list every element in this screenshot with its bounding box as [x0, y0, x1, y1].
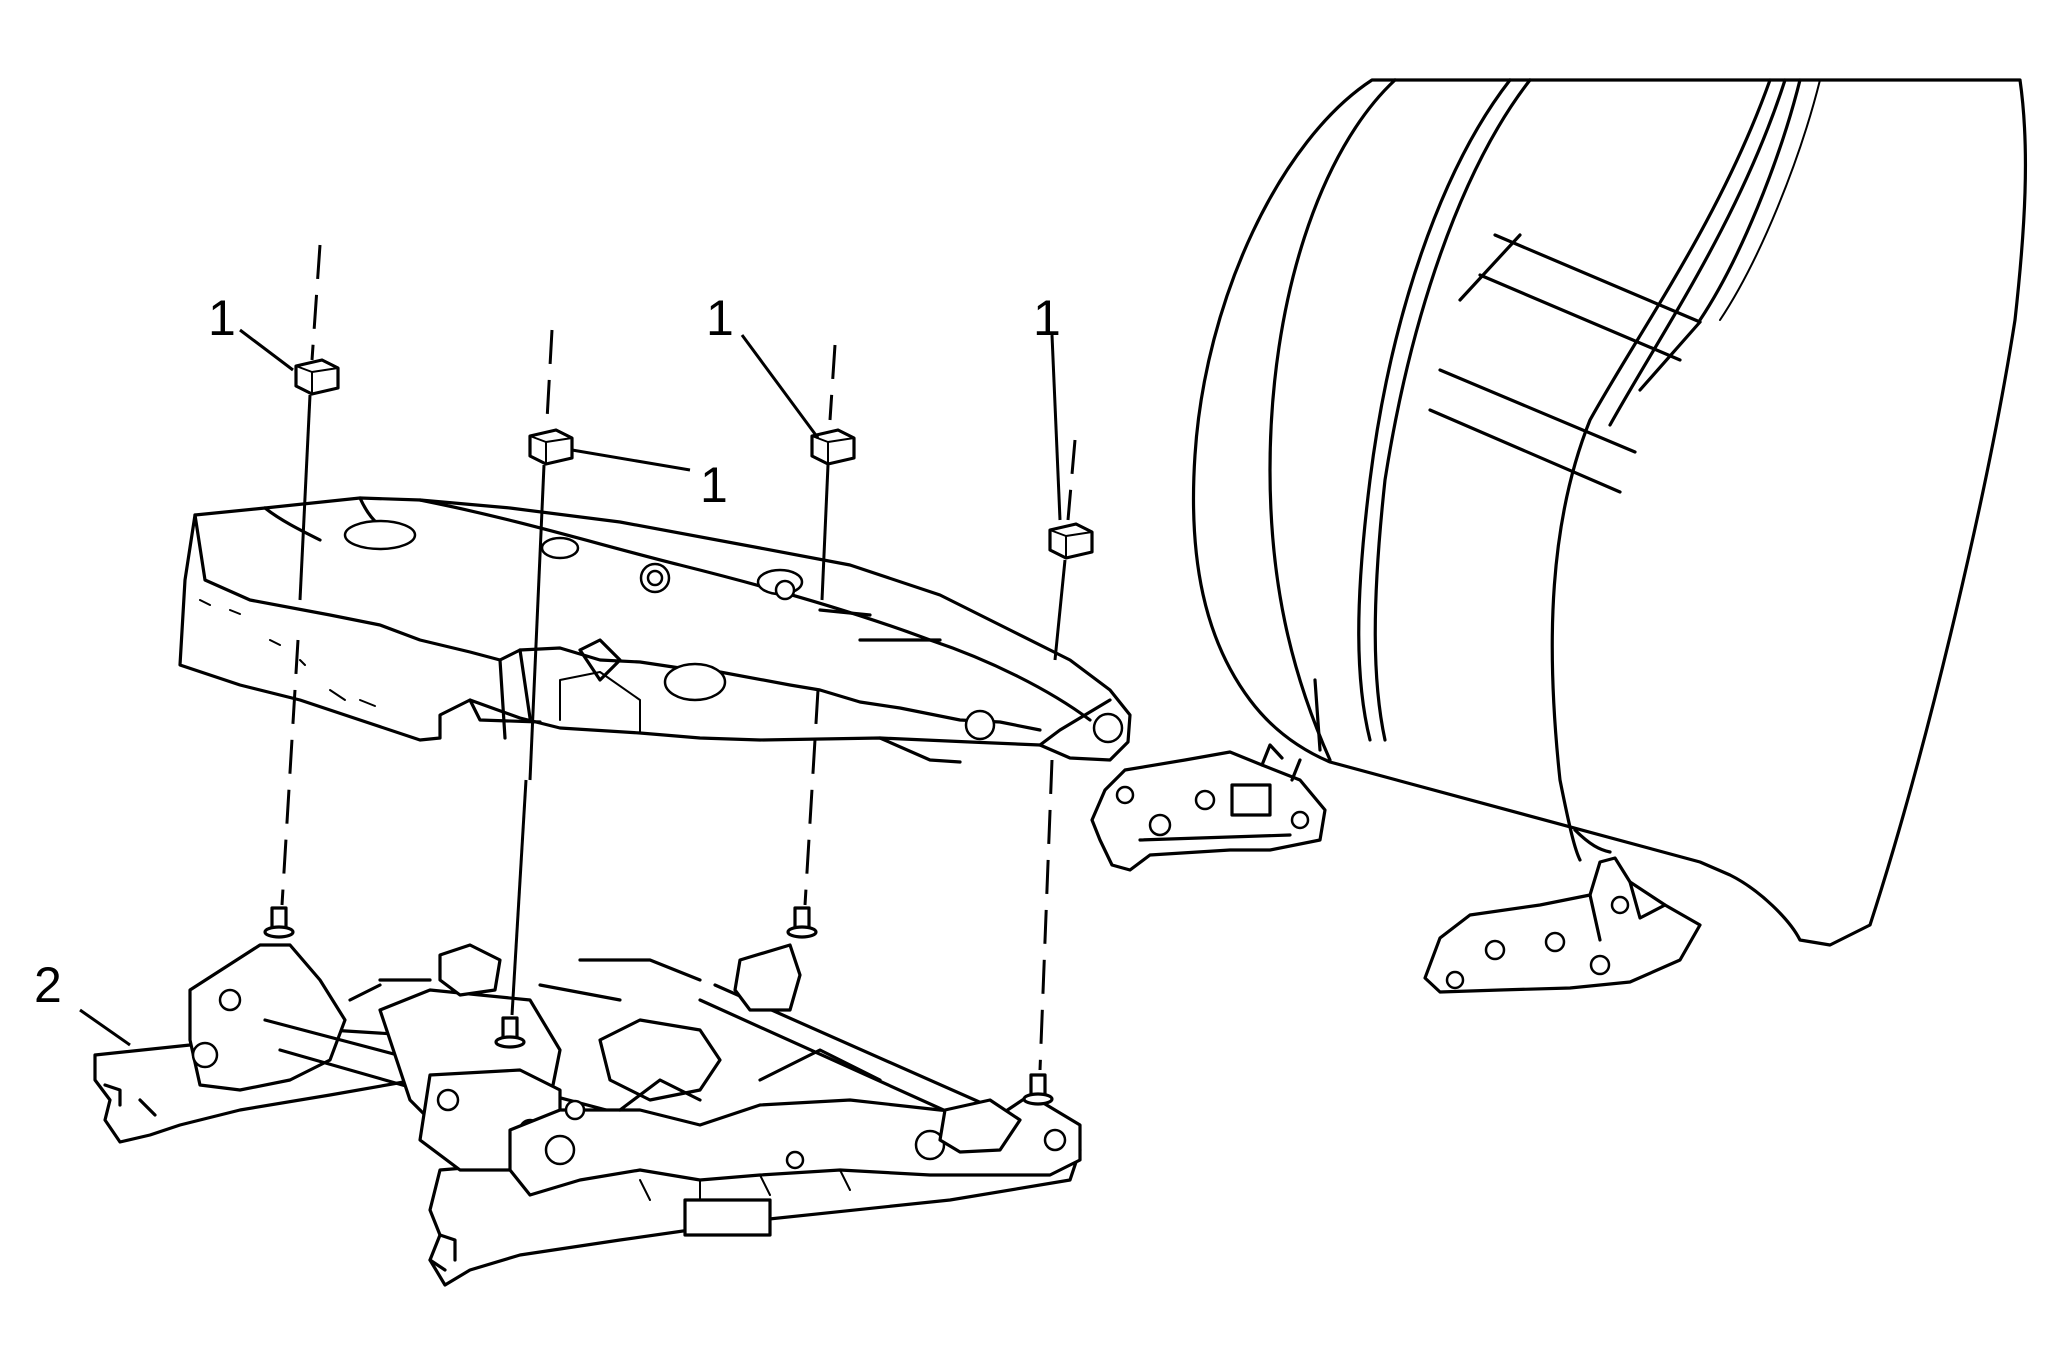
nut-icon	[528, 428, 574, 466]
stud-icon	[786, 906, 818, 939]
callout-leaders	[79, 328, 1062, 1047]
seat-back-hinge-left	[1090, 743, 1327, 872]
nuts	[294, 358, 1094, 560]
callout-nut-4: 1	[1033, 290, 1061, 346]
callout-seat-adjuster: 2	[34, 957, 62, 1013]
callout-labels: 1 1 1 1 2	[34, 290, 1061, 1013]
stud-icon	[263, 906, 295, 939]
seat-back	[1191, 78, 2028, 947]
nut-icon	[294, 358, 340, 396]
callout-nut-3: 1	[706, 290, 734, 346]
assembly-lines	[280, 244, 1077, 1071]
seat-cushion-frame	[178, 496, 1132, 764]
nut-icon	[1048, 522, 1094, 560]
callout-nut-2: 1	[700, 457, 728, 513]
seat-back-hinge-right	[1423, 856, 1702, 994]
seat-adjuster	[93, 943, 1082, 1287]
nut-icon	[810, 428, 856, 466]
stud-icon	[494, 1016, 526, 1049]
stud-icon	[1022, 1073, 1054, 1106]
studs	[263, 906, 1054, 1106]
callout-nut-1: 1	[208, 290, 236, 346]
